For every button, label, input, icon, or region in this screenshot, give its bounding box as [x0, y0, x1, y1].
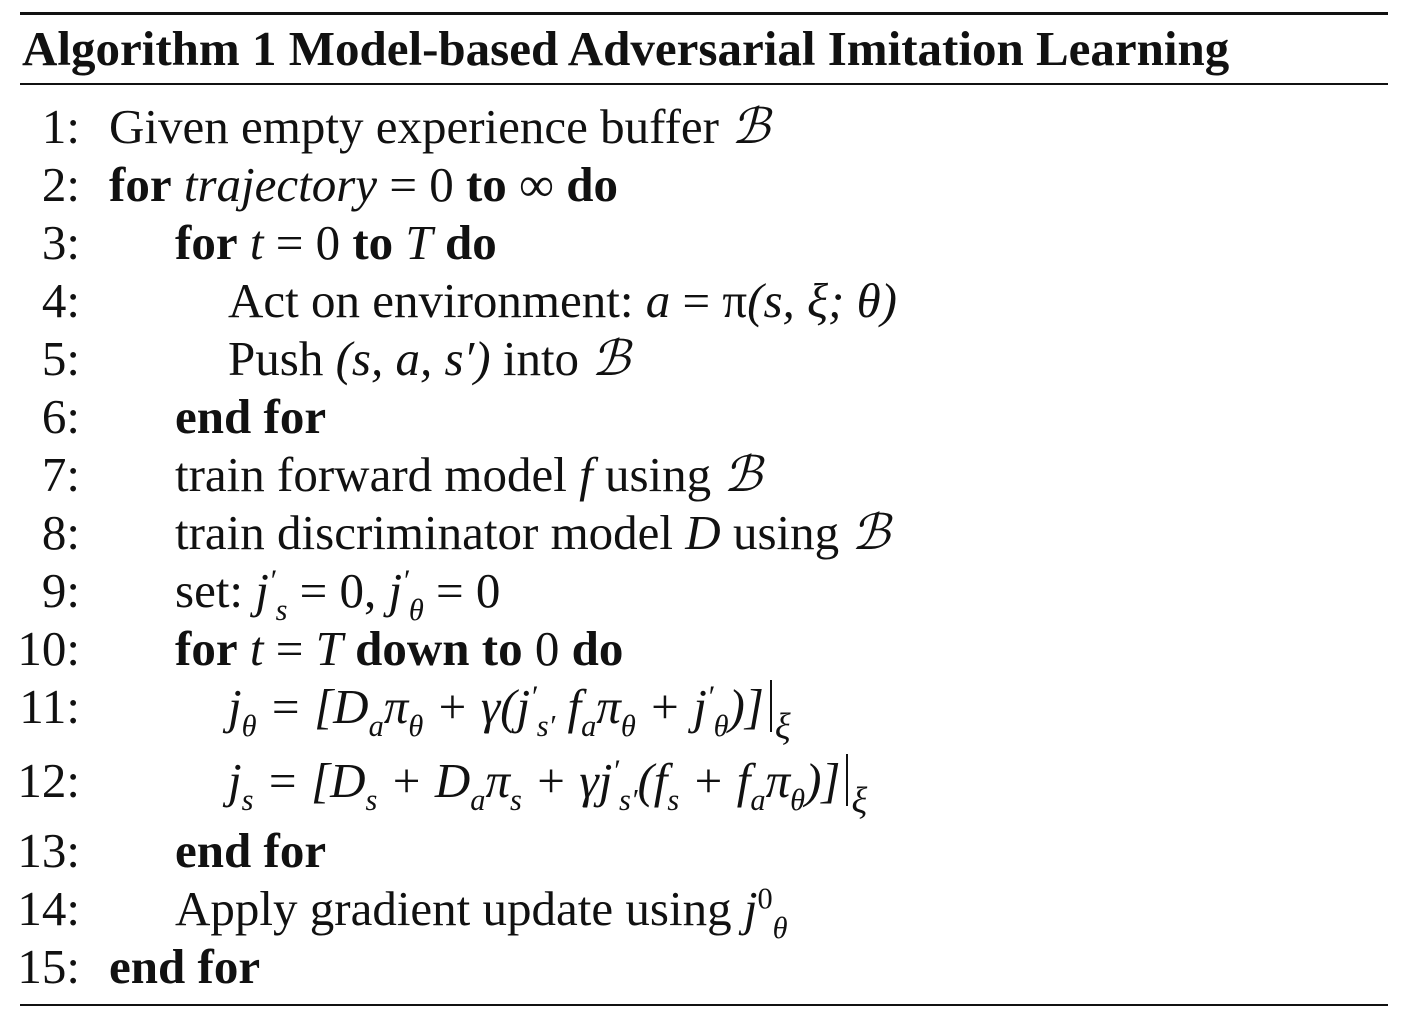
- loop-variable: trajectory: [183, 157, 378, 212]
- buffer-symbol: ℬ: [591, 330, 630, 387]
- algorithm-line-13: 13: end for: [0, 822, 1422, 880]
- jacobian-theta-zero: j0θ: [743, 881, 788, 945]
- line-text-using: using: [732, 505, 840, 560]
- line-text: train forward model: [175, 447, 567, 502]
- buffer-symbol: ℬ: [851, 504, 890, 561]
- line-number: 1:: [41, 99, 80, 154]
- line-content: Push (s, a, s′) into ℬ: [228, 330, 630, 388]
- equals-sign: =: [389, 157, 417, 212]
- keyword-end-for: end for: [109, 939, 261, 994]
- line-number: 9:: [41, 563, 80, 618]
- algorithm-line-4: 4: Act on environment: a =π(s, ξ; θ): [0, 272, 1422, 330]
- keyword-end-for: end for: [175, 823, 327, 878]
- line-number: 10:: [17, 621, 80, 676]
- algorithm-title: Algorithm 1 Model-based Adversarial Imit…: [22, 21, 1230, 76]
- algorithm-line-5: 5: Push (s, a, s′) into ℬ: [0, 330, 1422, 388]
- loop-start: T: [315, 621, 343, 676]
- jacobian-state: j′s: [255, 563, 288, 627]
- line-content: for t = 0 to T do: [175, 214, 497, 272]
- loop-variable: t: [249, 621, 264, 676]
- line-content: set: j′s = 0, j′θ = 0: [175, 562, 501, 627]
- title-rule: [20, 83, 1388, 85]
- line-text-into: into: [502, 331, 580, 386]
- keyword-down-to: down to: [355, 621, 523, 676]
- algorithm-line-11: 11: jθ = [Daπθ + γ(j′s′ faπθ + j′θ)]ξ: [0, 678, 1422, 744]
- algorithm-line-6: 6: end for: [0, 388, 1422, 446]
- algorithm-line-3: 3: for t = 0 to T do: [0, 214, 1422, 272]
- line-number: 14:: [17, 881, 80, 936]
- policy-arguments: (s, ξ; θ): [747, 273, 897, 328]
- jtheta-update-equation: jθ = [Daπθ + γ(j′s′ faπθ + j′θ)]ξ: [228, 679, 791, 747]
- keyword-do: do: [571, 621, 624, 676]
- bottom-rule: [20, 1004, 1388, 1006]
- line-number: 8:: [41, 505, 80, 560]
- line-content: for t = T down to 0 do: [175, 620, 623, 678]
- line-text: Act on environment:: [228, 273, 634, 328]
- js-update-equation: js = [Ds + Daπs + γj′s′(fs + faπθ)]ξ: [228, 753, 868, 821]
- keyword-do: do: [444, 215, 497, 270]
- loop-variable: t: [249, 215, 264, 270]
- assignment-2: = 0: [436, 563, 501, 618]
- line-text: Push: [228, 331, 324, 386]
- line-number: 13:: [17, 823, 80, 878]
- line-content: Act on environment: a =π(s, ξ; θ): [228, 272, 897, 330]
- line-text: set:: [175, 563, 244, 618]
- assignment-1: = 0,: [299, 563, 377, 618]
- loop-start: 0: [315, 215, 341, 270]
- algorithm-line-15: 15: end for: [0, 938, 1422, 996]
- equals-sign: =: [682, 273, 711, 328]
- algorithm-line-12: 12: js = [Ds + Daπs + γj′s′(fs + faπθ)]ξ: [0, 752, 1422, 818]
- line-number: 15:: [17, 939, 80, 994]
- transition-tuple: (s, a, s′): [335, 331, 491, 386]
- keyword-for: for: [175, 215, 238, 270]
- top-rule: [20, 12, 1388, 15]
- algorithm-line-1: 1: Given empty experience buffer ℬ: [0, 98, 1422, 156]
- keyword-do: do: [566, 157, 618, 212]
- algorithm-line-8: 8: train discriminator model D using ℬ: [0, 504, 1422, 562]
- algorithm-line-14: 14: Apply gradient update using j0θ: [0, 880, 1422, 945]
- buffer-symbol: ℬ: [723, 446, 762, 503]
- equals-sign: =: [275, 215, 304, 270]
- line-content: for trajectory = 0 to ∞ do: [109, 156, 618, 214]
- line-number: 4:: [41, 273, 80, 328]
- policy-symbol: π: [722, 273, 748, 328]
- line-number: 3:: [41, 215, 80, 270]
- keyword-end-for: end for: [175, 389, 327, 444]
- loop-end: 0: [534, 621, 560, 676]
- line-text: Given empty experience buffer: [109, 99, 719, 154]
- loop-end: T: [405, 215, 433, 270]
- line-number: 11:: [19, 679, 80, 734]
- line-number: 6:: [41, 389, 80, 444]
- buffer-symbol: ℬ: [731, 98, 770, 155]
- line-text: Apply gradient update using: [175, 881, 732, 936]
- line-number: 5:: [41, 331, 80, 386]
- line-number: 2:: [41, 157, 80, 212]
- line-content: train discriminator model D using ℬ: [175, 504, 890, 562]
- action-symbol: a: [645, 273, 671, 328]
- jacobian-theta: j′θ: [388, 563, 424, 627]
- forward-model-symbol: f: [579, 447, 593, 502]
- algorithm-line-9: 9: set: j′s = 0, j′θ = 0: [0, 562, 1422, 627]
- algorithm-line-10: 10: for t = T down to 0 do: [0, 620, 1422, 678]
- line-content: Apply gradient update using j0θ: [175, 880, 788, 945]
- line-content: Given empty experience buffer ℬ: [109, 98, 770, 156]
- keyword-for: for: [175, 621, 238, 676]
- discriminator-symbol: D: [685, 505, 721, 560]
- algorithm-line-2: 2: for trajectory = 0 to ∞ do: [0, 156, 1422, 214]
- line-text: train discriminator model: [175, 505, 674, 560]
- equals-sign: =: [275, 621, 304, 676]
- line-text-using: using: [604, 447, 712, 502]
- keyword-to: to: [465, 157, 507, 212]
- keyword-to: to: [352, 215, 394, 270]
- line-content: train forward model f using ℬ: [175, 446, 762, 504]
- keyword-for: for: [109, 157, 172, 212]
- infinity-symbol: ∞: [519, 157, 554, 212]
- line-number: 7:: [41, 447, 80, 502]
- loop-start: 0: [429, 157, 454, 212]
- line-number: 12:: [17, 753, 80, 808]
- algorithm-line-7: 7: train forward model f using ℬ: [0, 446, 1422, 504]
